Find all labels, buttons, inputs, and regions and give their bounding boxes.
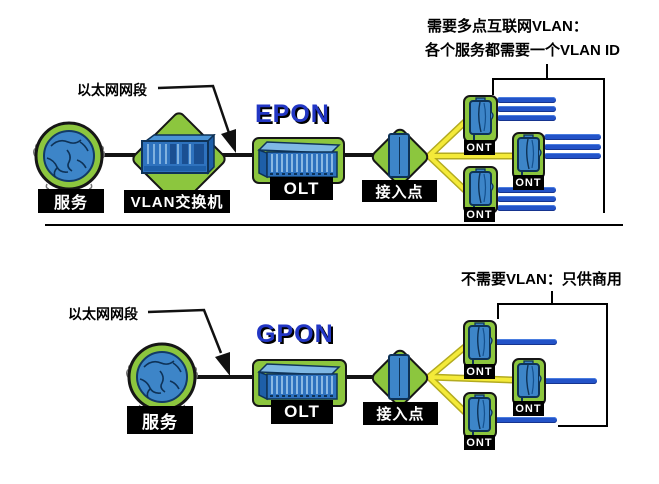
gpon-ont-icon — [465, 322, 495, 366]
gpon-title: GPON — [256, 320, 334, 348]
subscriber-line — [497, 196, 556, 202]
epon-title: EPON — [255, 100, 330, 128]
subscriber-line — [497, 187, 556, 193]
gpon-ont-label: ONT — [464, 364, 495, 379]
epon-trunk-segment — [219, 153, 257, 157]
gpon-service-label: 服务 — [127, 406, 193, 434]
subscriber-line — [544, 153, 601, 159]
epon-bracket-left — [492, 78, 494, 95]
gpon-bracket-stem — [551, 291, 553, 304]
epon-access-point-icon — [388, 133, 410, 178]
subscriber-line — [544, 134, 601, 140]
epon-service-label: 服务 — [38, 189, 104, 213]
gpon-ont-icon — [514, 360, 544, 404]
epon-ont-label: ONT — [513, 175, 544, 190]
subscriber-line — [544, 144, 601, 150]
gpon-trunk-segment — [344, 375, 374, 379]
gpon-leader-arrowhead-icon — [215, 352, 230, 376]
vlan-switch-label: VLAN交换机 — [124, 190, 230, 213]
epon-olt-chassis-icon — [255, 139, 341, 179]
subscriber-line — [497, 115, 556, 121]
gpon-ethernet-segment-label: 以太网网段 — [68, 306, 138, 322]
subscriber-line — [543, 378, 597, 384]
gpon-access-point-icon — [388, 354, 410, 400]
epon-ont-icon — [466, 97, 496, 141]
gpon-annotation: 不需要VLAN：只供商用 — [461, 271, 622, 288]
epon-bracket-horizontal — [492, 78, 605, 80]
epon-ont-icon — [514, 134, 544, 178]
subscriber-line — [497, 97, 556, 103]
epon-trunk-segment — [342, 153, 374, 157]
gpon-trunk-segment — [194, 375, 256, 379]
section-divider — [45, 224, 623, 226]
gpon-ont-label: ONT — [513, 401, 544, 416]
epon-annotation-line2: 各个服务都需要一个VLAN ID — [425, 42, 621, 59]
gpon-ont-label: ONT — [464, 435, 495, 450]
gpon-bracket-bottom — [558, 425, 608, 427]
epon-leader-line — [157, 84, 231, 134]
epon-olt-label: OLT — [270, 177, 333, 200]
gpon-leader-line — [147, 308, 223, 354]
service-globe-icon — [126, 341, 198, 413]
epon-access-point-label: 接入点 — [362, 180, 437, 202]
gpon-bracket-horizontal — [497, 303, 608, 305]
vlan-switch-icon — [140, 134, 216, 176]
epon-leader-arrowhead-icon — [221, 129, 236, 153]
gpon-ont-icon — [465, 394, 495, 438]
gpon-bracket-right — [606, 303, 608, 427]
gpon-access-point-label: 接入点 — [363, 402, 438, 425]
gpon-olt-chassis-icon — [255, 361, 341, 401]
gpon-bracket-left — [497, 303, 499, 319]
subscriber-line — [494, 417, 557, 423]
epon-bracket-right — [603, 78, 605, 213]
epon-ont-label: ONT — [464, 140, 495, 155]
gpon-olt-label: OLT — [271, 400, 333, 424]
epon-bracket-stem — [546, 64, 548, 79]
subscriber-line — [494, 339, 557, 345]
subscriber-line — [497, 205, 556, 211]
service-globe-icon — [33, 120, 105, 192]
epon-splitter-fibers — [425, 117, 517, 195]
epon-ont-label: ONT — [464, 207, 495, 222]
epon-ont-icon — [466, 168, 496, 212]
epon-trunk-segment — [100, 153, 138, 157]
epon-annotation-line1: 需要多点互联网VLAN： — [427, 18, 588, 35]
epon-ethernet-segment-label: 以太网网段 — [77, 82, 147, 98]
subscriber-line — [497, 106, 556, 112]
